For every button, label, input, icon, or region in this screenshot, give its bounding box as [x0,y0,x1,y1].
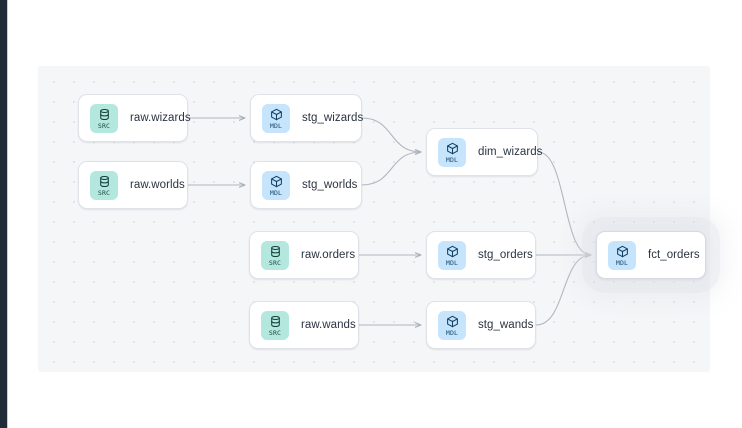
database-icon-slot [269,315,282,328]
node-name-label-raw_worlds: raw.worlds [130,179,185,191]
node-name-label-raw_wizards: raw.wizards [130,112,191,124]
node-type-badge-src: SRC [90,170,118,200]
lineage-node-raw_wizards[interactable]: SRC raw.wizards [78,94,191,142]
node-type-label-mdl: MDL [269,121,283,130]
database-icon [99,175,109,187]
node-name-label-stg_wands: stg_wands [478,319,534,331]
node-type-label-mdl: MDL [445,258,459,267]
lineage-edge-stg_wands-to-fct_orders [535,252,592,326]
database-icon-slot [98,108,111,121]
lineage-graph-canvas[interactable]: SRC raw.wizards SRC raw.worlds SRC raw.o… [38,66,710,372]
lineage-edge-stg_worlds-to-dim_wizards [361,149,422,186]
cube-icon [446,245,458,257]
lineage-node-stg_orders[interactable]: MDL stg_orders [426,231,536,279]
lineage-node-dim_wizards[interactable]: MDL dim_wizards [426,128,542,176]
node-type-label-mdl: MDL [445,328,459,337]
node-type-badge-mdl: MDL [262,170,290,200]
cube-icon [616,245,628,257]
cube-icon-slot [446,315,459,328]
database-icon-slot [269,245,282,258]
node-name-label-raw_wands: raw.wands [301,319,356,331]
cube-icon-slot [446,245,459,258]
node-type-badge-mdl: MDL [608,240,636,270]
cube-icon-slot [616,245,629,258]
database-icon-slot [98,175,111,188]
cube-icon [446,142,458,154]
cube-icon-slot [270,175,283,188]
database-icon [270,245,280,257]
node-type-badge-src: SRC [261,310,289,340]
lineage-node-raw_wands[interactable]: SRC raw.wands [249,301,359,349]
cube-icon-slot [270,108,283,121]
node-type-label-src: SRC [97,121,111,130]
left-nav-rail[interactable] [0,0,8,428]
lineage-node-fct_orders[interactable]: MDL fct_orders [596,231,706,279]
cube-icon-slot [446,142,459,155]
node-type-label-src: SRC [97,188,111,197]
lineage-node-stg_wizards[interactable]: MDL stg_wizards [250,94,364,142]
lineage-node-stg_wands[interactable]: MDL stg_wands [426,301,536,349]
cube-icon [270,108,282,120]
node-name-label-fct_orders: fct_orders [648,249,700,261]
lineage-edge-stg_wizards-to-dim_wizards [361,117,422,155]
cube-icon [446,315,458,327]
node-type-badge-mdl: MDL [438,310,466,340]
database-icon [270,315,280,327]
node-name-label-raw_orders: raw.orders [301,249,356,261]
node-type-label-mdl: MDL [445,155,459,164]
node-name-label-stg_wizards: stg_wizards [302,112,364,124]
lineage-node-raw_orders[interactable]: SRC raw.orders [249,231,359,279]
node-type-label-src: SRC [268,328,282,337]
node-name-label-stg_worlds: stg_worlds [302,179,358,191]
node-type-label-src: SRC [268,258,282,267]
node-name-label-stg_orders: stg_orders [478,249,533,261]
node-type-badge-src: SRC [90,103,118,133]
node-type-label-mdl: MDL [615,258,629,267]
node-type-badge-src: SRC [261,240,289,270]
cube-icon [270,175,282,187]
lineage-node-stg_worlds[interactable]: MDL stg_worlds [250,161,362,209]
database-icon [99,108,109,120]
node-type-badge-mdl: MDL [438,240,466,270]
node-type-label-mdl: MDL [269,188,283,197]
lineage-node-raw_worlds[interactable]: SRC raw.worlds [78,161,188,209]
lineage-edge-dim_wizards-to-fct_orders [537,151,592,258]
node-name-label-dim_wizards: dim_wizards [478,146,543,158]
node-type-badge-mdl: MDL [262,103,290,133]
node-type-badge-mdl: MDL [438,137,466,167]
